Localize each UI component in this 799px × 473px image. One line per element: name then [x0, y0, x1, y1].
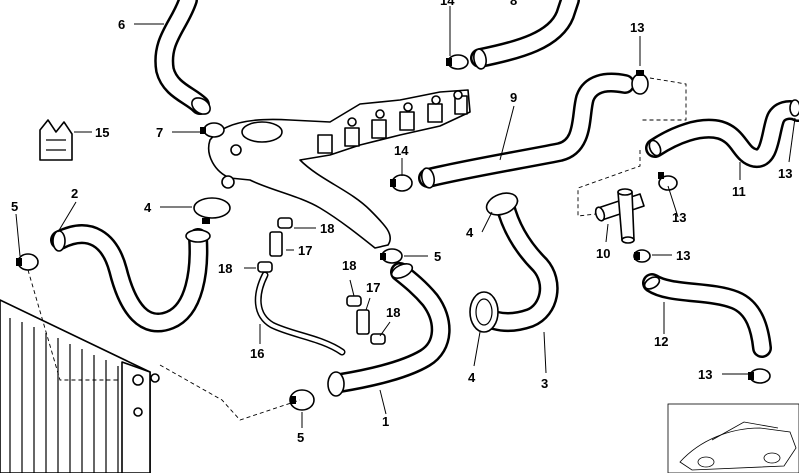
callout-9: 9	[510, 90, 517, 105]
clamp-14-top	[446, 54, 469, 70]
callout-4: 4	[468, 370, 476, 385]
pipe-16	[254, 271, 346, 356]
callout-3: 3	[541, 376, 548, 391]
clip-15	[39, 119, 73, 161]
callout-6: 6	[118, 17, 125, 32]
callout-15: 15	[95, 125, 109, 140]
callout-13: 13	[672, 210, 686, 225]
radiator	[0, 299, 160, 473]
fitting-17-b	[356, 309, 370, 335]
hose-1	[327, 262, 451, 397]
callout-5: 5	[11, 199, 18, 214]
clamp-13-right-top	[789, 99, 799, 117]
clamp-13-bottom	[748, 368, 771, 384]
clamp-5-mid	[380, 248, 403, 264]
assembly-dashed-lines	[27, 77, 687, 421]
callout-labels: 6 14 8 13 15 7 9 13 14 11 5 2 4 18 17 18…	[11, 0, 792, 445]
tee-fitting-10	[594, 188, 645, 244]
hose-clamps	[16, 54, 799, 411]
clamp-5-bottom	[289, 389, 315, 411]
callout-2: 2	[71, 186, 78, 201]
vehicle-location-thumbnail	[667, 403, 799, 473]
callout-18: 18	[218, 261, 232, 276]
callout-5: 5	[297, 430, 304, 445]
callout-16: 16	[250, 346, 264, 361]
clamp-18-c	[346, 295, 362, 307]
clamp-4-bottom	[469, 291, 499, 333]
hose-8	[470, 0, 580, 70]
callout-7: 7	[156, 125, 163, 140]
callout-13: 13	[778, 166, 792, 181]
clamp-7	[200, 122, 225, 138]
hose-2	[50, 224, 211, 333]
clamp-13-t	[633, 249, 651, 263]
hose-9	[418, 72, 635, 189]
callout-14: 14	[440, 0, 455, 8]
clamp-13-top	[631, 70, 649, 95]
callout-10: 10	[596, 246, 610, 261]
clamp-18-b	[257, 261, 273, 273]
thermostat-housing	[208, 89, 471, 249]
clamp-5-left	[16, 253, 39, 271]
hose-11	[645, 100, 799, 168]
clamp-4-left	[193, 197, 231, 224]
callout-18: 18	[342, 258, 356, 273]
callout-4: 4	[466, 225, 474, 240]
clamp-4-mid	[485, 192, 519, 216]
fitting-17-a	[269, 231, 283, 257]
clamp-18-a	[277, 217, 293, 229]
callout-11: 11	[732, 184, 746, 199]
callout-4: 4	[144, 200, 152, 215]
leader-lines	[15, 6, 796, 428]
clamp-14-mid	[390, 174, 413, 192]
callout-12: 12	[654, 334, 668, 349]
callout-14: 14	[394, 143, 409, 158]
callout-17: 17	[298, 243, 312, 258]
clamp-18-d	[370, 333, 386, 345]
hose-6	[154, 0, 211, 115]
hose-12	[642, 273, 772, 358]
callout-18: 18	[386, 305, 400, 320]
callout-18: 18	[320, 221, 334, 236]
callout-13: 13	[630, 20, 644, 35]
callout-13: 13	[676, 248, 690, 263]
callout-1: 1	[382, 414, 389, 429]
callout-17: 17	[366, 280, 380, 295]
callout-13: 13	[698, 367, 712, 382]
callout-8: 8	[510, 0, 517, 8]
clamp-13-right-mid	[658, 172, 678, 191]
callout-5: 5	[434, 249, 441, 264]
